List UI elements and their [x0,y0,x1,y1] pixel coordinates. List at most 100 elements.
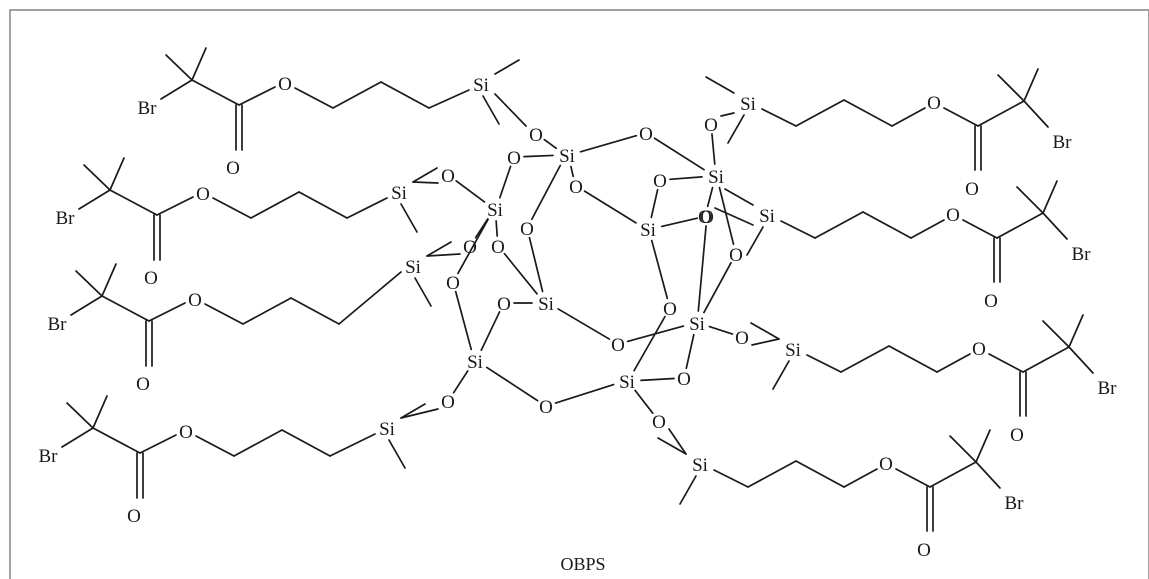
cage-bond [557,308,611,340]
right-arm-1-ch2-ch2 [795,99,845,127]
cage-bond [457,218,489,275]
right-arm-1-methyl [997,74,1025,102]
right-arm-4-ch2-o [843,468,878,488]
left-arm-4-carbonyl-oxygen: O [127,506,141,527]
left-arm-2-methyl [109,157,125,191]
right-arm-4-si-methyl [657,437,687,455]
right-arm-3-o-c [988,353,1024,373]
left-arm-1-c-br [160,79,193,100]
left-arm-3-si-methyl [414,277,432,307]
cage-bond [583,190,637,224]
left-arm-4-o-ch2 [195,435,235,457]
cage-silicon-e: Si [538,294,554,315]
left-link-4-bond [400,408,439,419]
right-arm-2-si-methyl [746,226,764,256]
right-arm-3-bromine: Br [1098,378,1118,399]
right-arm-2-o-c [962,219,998,239]
left-arm-4-ch2-ch2 [281,429,331,457]
left-arm-4-ch2-si [329,433,376,457]
right-link-4-cage-bond [634,389,654,415]
left-arm-4-c-c [92,427,141,454]
right-arm-2-methyl [1042,180,1058,214]
left-arm-2-methyl [83,164,111,191]
right-arm-3-methyl [1042,320,1070,348]
right-arm-4-si-ch2 [713,469,749,488]
right-link-1-cage-bond [711,133,716,165]
right-arm-4-ester-oxygen: O [879,454,893,475]
left-link-4-cage-bond [452,370,469,394]
cage-oxygen-eg: O [497,294,511,315]
left-arm-3-o-ch2 [204,303,244,325]
right-arm-4-carbonyl-oxygen: O [917,540,931,561]
left-arm-2-ester-oxygen: O [196,184,210,205]
right-arm-4-methyl [975,429,991,463]
left-arm-4-bromine: Br [39,446,59,467]
cage-silicon-d: Si [640,220,656,241]
left-link-2-bond [412,181,439,184]
left-arm-3-c-br [70,295,103,316]
left-arm-1-silicon: Si [473,75,489,96]
left-link-3-cage-bond [474,218,489,239]
cage-bond [530,164,562,221]
left-link-3-bond [426,253,461,257]
right-arm-2-c-c [996,212,1044,239]
left-arm-1-c-c [191,79,240,106]
right-arm-3-si-methyl [750,322,780,340]
left-arm-4-ester-oxygen: O [179,422,193,443]
right-arm-4-methyl [949,435,977,463]
left-arm-1-ch2-ch2 [332,81,382,109]
right-arm-2-ch2-ch2 [862,211,912,239]
cage-oxygen-bf: O [729,245,743,266]
left-arm-4-si-methyl [388,439,406,469]
left-arm-3-silicon: Si [405,257,421,278]
cage-bond [669,176,703,181]
right-arm-2-ester-oxygen: O [946,205,960,226]
right-arm-4-ch2-ch2 [747,460,797,488]
left-arm-4-c-br [61,427,94,448]
cage-bond [633,315,666,372]
cage-bond [697,225,707,312]
left-arm-1-ester-oxygen: O [278,74,292,95]
right-link-3-cage-bond [708,325,734,335]
right-arm-4-c-br [975,461,1001,489]
right-arm-1-o-c [943,107,979,127]
left-arm-3-bromine: Br [48,314,68,335]
figure-frame [9,9,1149,579]
left-arm-4-methyl [92,395,108,429]
left-arm-1-bromine: Br [138,98,158,119]
right-arm-3-si-methyl [772,360,790,390]
cage-bond [495,220,499,237]
right-arm-4-bromine: Br [1005,493,1025,514]
left-arm-2-c-o [156,196,194,216]
left-arm-1-si-methyl [482,95,500,125]
right-arm-3-si-ch2 [806,354,842,373]
right-arm-1-silicon: Si [740,94,756,115]
cage-oxygen-ae: O [520,219,534,240]
cage-bond [579,134,638,153]
left-arm-3-si-methyl [426,241,452,257]
left-link-1-bond [494,93,527,127]
right-arm-4-ch2-ch2 [795,460,845,488]
cage-oxygen-ac: O [507,148,521,169]
compound-caption: OBPS [560,554,605,574]
left-arm-3-ch2-ch2 [290,297,340,325]
right-link-1-bond [720,112,735,117]
cage-bond [503,252,538,295]
left-arm-1-ch2-si [428,89,470,109]
cage-silicon-c: Si [487,200,503,221]
cage-oxygen-df: O [700,207,714,228]
right-arm-3-ester-oxygen: O [972,339,986,360]
left-arm-1-methyl [165,54,193,81]
cage-silicon-h: Si [619,372,635,393]
left-link-1-oxygen: O [529,125,543,146]
right-arm-4-c-c [929,461,977,488]
right-link-4-bond [668,428,687,455]
left-link-2-oxygen: O [441,166,455,187]
right-arm-2-si-methyl [724,188,754,206]
cage-silicon-a: Si [559,146,575,167]
right-arm-3-silicon: Si [785,340,801,361]
cage-bond [498,165,512,199]
left-arm-4-methyl [66,402,94,429]
left-arm-1-si-methyl [494,59,520,75]
